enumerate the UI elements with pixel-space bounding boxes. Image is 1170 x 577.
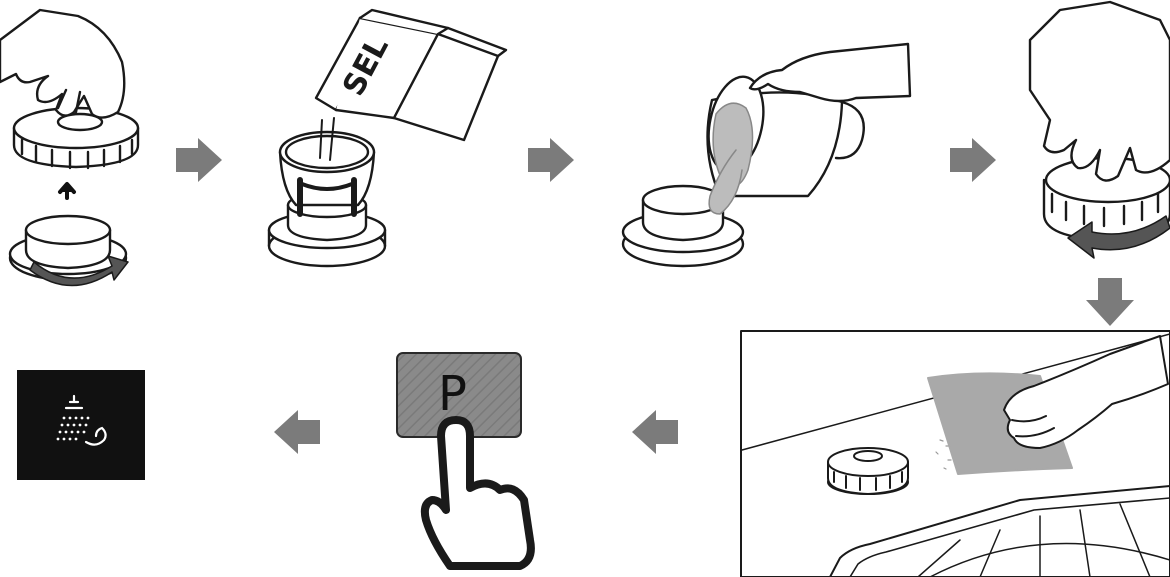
- salt-reservoir-cap-icon: [12, 106, 140, 170]
- finger-press-icon: [420, 416, 535, 570]
- hand-icon: [748, 42, 912, 103]
- step-press-program-button: P: [396, 352, 535, 570]
- salt-reservoir-cap-icon: [827, 447, 909, 495]
- rotate-arrow-icon: [29, 255, 129, 287]
- arrow-down: [1086, 278, 1134, 326]
- rotate-arrow-icon: [1067, 215, 1170, 259]
- hand-icon: [0, 8, 126, 119]
- salt-refill-indicator-icon: [56, 394, 107, 446]
- hand-icon: [1003, 335, 1169, 449]
- arrow-right-2: [528, 138, 574, 182]
- step-wipe-spilled-salt: [740, 330, 1170, 577]
- salt-box-icon: SEL: [314, 8, 508, 142]
- step-pour-water: [621, 42, 912, 268]
- step-screw-cap: [1028, 0, 1170, 259]
- program-key-label: P: [438, 366, 467, 422]
- funnel-icon: [278, 130, 376, 217]
- water-jug-icon: [706, 75, 865, 215]
- arrow-left-1: [632, 410, 678, 454]
- arrow-right-1: [176, 138, 222, 182]
- arrow-right-3: [950, 138, 996, 182]
- step-salt-indicator-off: [17, 370, 145, 480]
- salt-stream: [319, 117, 335, 161]
- step-unscrew-cap: [0, 8, 140, 287]
- hand-icon: [1028, 0, 1170, 182]
- arrow-left-2: [274, 410, 320, 454]
- lift-arrow-icon: [58, 182, 76, 200]
- step-pour-salt: SEL: [267, 8, 508, 268]
